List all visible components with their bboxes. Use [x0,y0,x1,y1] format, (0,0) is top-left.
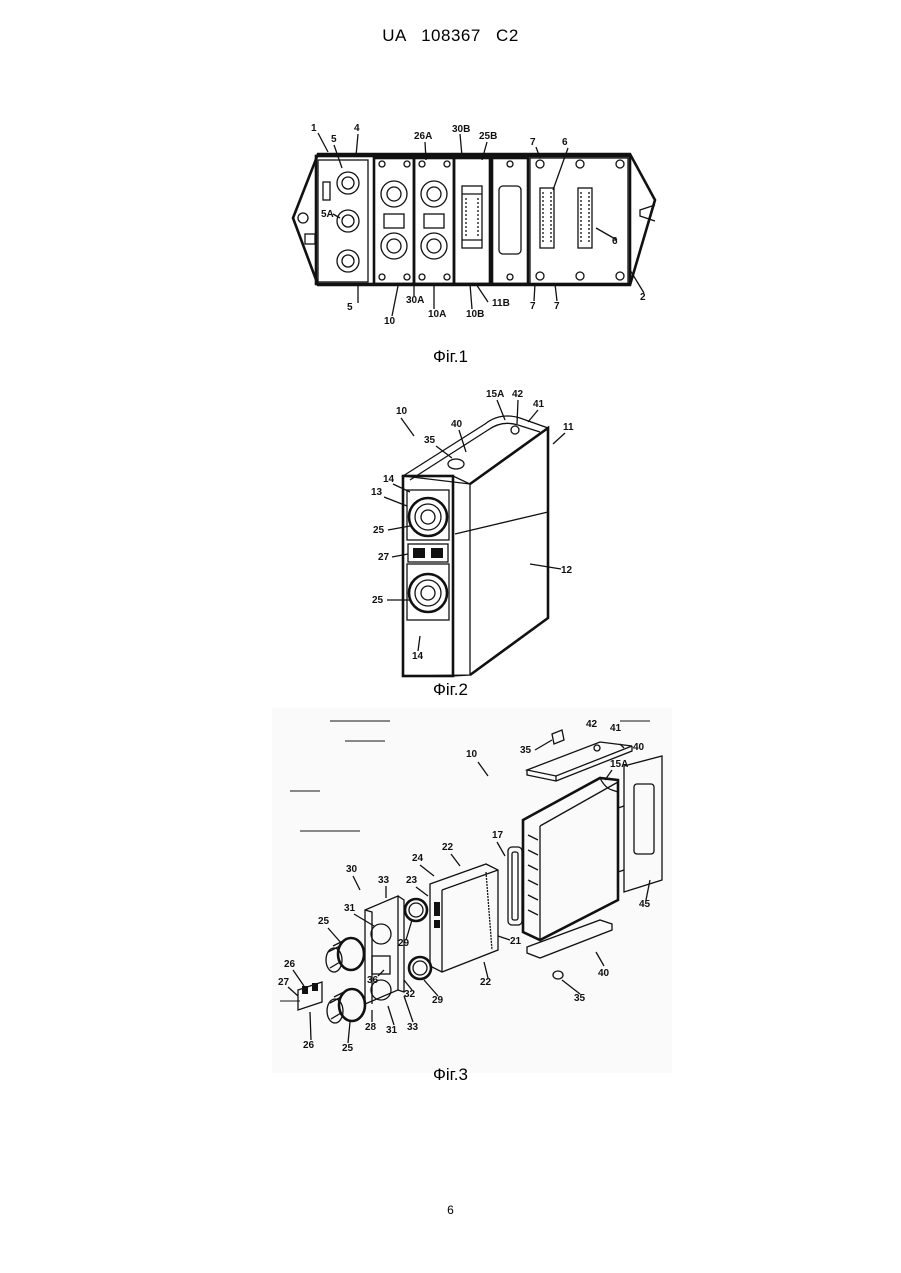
fig2-label: 10 [396,406,408,417]
fig2-label: 14 [383,474,395,485]
fig1-label: 10B [466,309,484,320]
fig3-label: 26 [284,959,296,970]
figure-3-drawing: 42 41 35 40 10 15A 17 22 24 23 30 33 31 … [0,700,901,1080]
fig3-label: 15A [610,759,628,770]
fig3-label: 10 [466,749,478,760]
fig3-label: 25 [318,916,330,927]
fig3-label: 27 [278,977,290,988]
fig1-label: 30A [406,295,424,306]
fig3-label: 31 [386,1025,398,1036]
fig3-label: 24 [412,853,424,864]
fig3-label: 29 [432,995,444,1006]
fig1-label: 7 [554,301,560,312]
fig1-label: 11B [492,298,510,309]
base-rail [316,156,630,284]
figure-2-caption: Фіг.2 [0,680,901,700]
module-top-face [403,416,548,484]
module-6 [530,158,628,284]
fig1-label: 5A [321,209,334,220]
fig1-label: 1 [311,123,317,134]
fig3-label: 33 [407,1022,419,1033]
fig1-label: 5 [347,302,353,313]
fig3-label: 45 [639,899,651,910]
page-number: 6 [0,1203,901,1217]
fig2-label: 42 [512,389,524,400]
fig3-label: 22 [442,842,454,853]
fig2-label: 13 [371,487,383,498]
fig1-label: 2 [640,292,646,303]
fig2-label: 25 [373,525,385,536]
fig3-label: 35 [520,745,532,756]
fig1-label: 26A [414,131,432,142]
figure-2-drawing: 15A 42 41 10 40 11 35 14 13 25 27 12 25 … [0,380,901,700]
fig3-label: 22 [480,977,492,988]
fig2-label: 35 [424,435,436,446]
fig2-label: 25 [372,595,384,606]
module-front-frame [403,476,453,676]
mounting-plate [293,154,655,285]
fig2-label: 40 [451,419,463,430]
fig2-label: 14 [412,651,424,662]
fig2-label: 15A [486,389,504,400]
fig3-label: 36 [367,975,379,986]
fig3-label: 41 [610,723,622,734]
fig3-label: 32 [404,989,416,1000]
fig1-label: 7 [530,301,536,312]
fig2-label: 12 [561,565,573,576]
fig3-label: 21 [510,936,522,947]
module-10A-right [414,158,454,284]
mounting-hole-left [298,213,308,223]
module-blank [492,158,528,284]
fig3-label: 40 [633,742,645,753]
fig3-label: 29 [398,938,410,949]
fig3-label: 23 [406,875,418,886]
fig3-label: 17 [492,830,504,841]
figure-1-drawing: 1 5 4 26A 30B 25B 7 6 5A 6 5 10 30A 10A … [0,0,901,340]
fig1-label: 7 [530,137,536,148]
fig1-label: 10 [384,316,396,327]
fig3-label: 30 [346,864,358,875]
fig3-label: 26 [303,1040,315,1051]
fig3-label: 40 [598,968,610,979]
module-10A-left [374,158,414,284]
fig1-label: 25B [479,131,497,142]
fig1-label: 4 [354,123,360,134]
fig1-label: 5 [331,134,337,145]
fig1-label: 6 [562,137,568,148]
fig3-label: 25 [342,1043,354,1054]
fig2-label: 27 [378,552,390,563]
figure-1-caption: Фіг.1 [0,347,901,367]
figure-3-caption: Фіг.3 [0,1065,901,1085]
fig3-label: 33 [378,875,390,886]
fig3-label: 42 [586,719,598,730]
fig3-label: 28 [365,1022,377,1033]
module-side-face [470,428,548,675]
fig3-label: 35 [574,993,586,1004]
fig2-label: 11 [563,422,574,433]
fig1-label: 30B [452,124,470,135]
fig1-label: 10A [428,309,446,320]
fig3-label: 31 [344,903,356,914]
fig2-label: 41 [533,399,545,410]
module-10B [454,158,490,284]
